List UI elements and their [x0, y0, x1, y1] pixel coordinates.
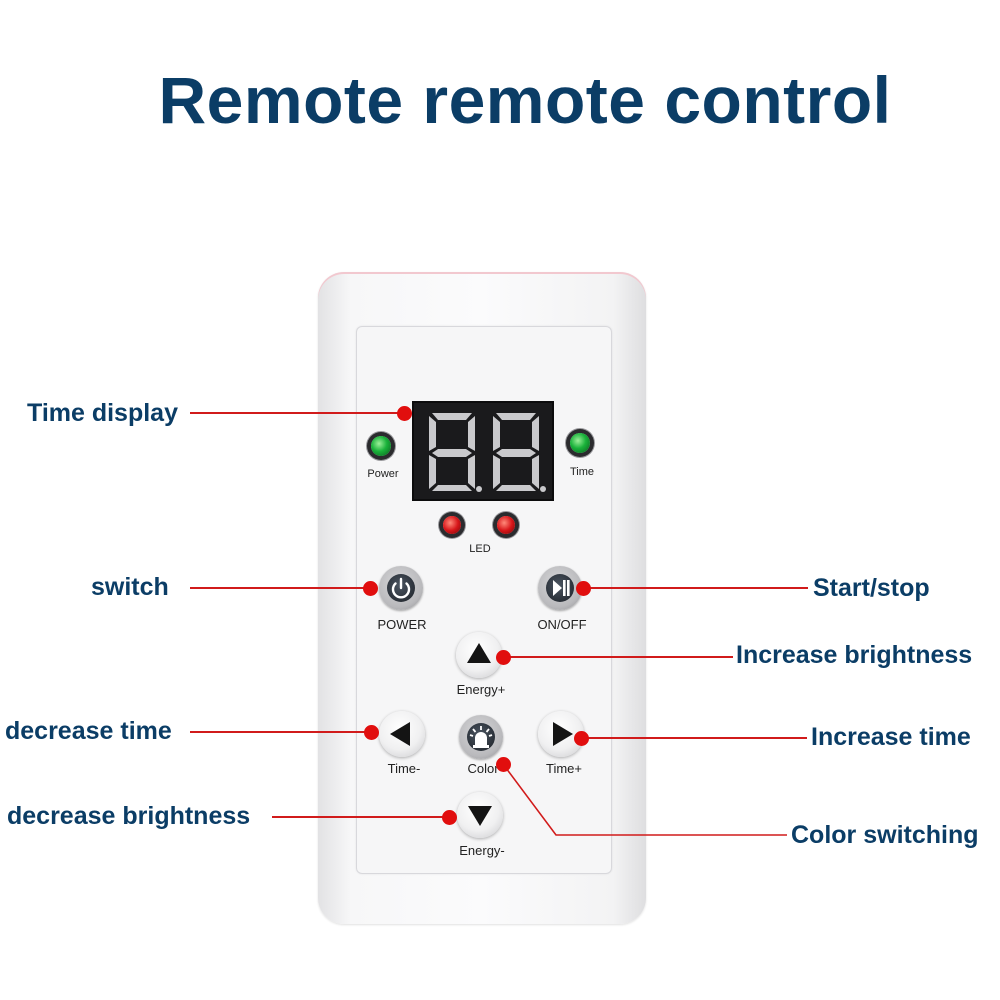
time-minus-button[interactable]	[379, 711, 425, 757]
callout-line-decrease-time	[190, 731, 371, 733]
callout-time-display: Time display	[27, 399, 178, 427]
power-button-label: POWER	[377, 617, 427, 632]
time-plus-label: Time+	[546, 761, 582, 776]
callout-switch: switch	[91, 573, 169, 601]
callout-dot-color-switching	[495, 756, 511, 772]
led-indicator-right	[497, 516, 515, 534]
led-indicator-left	[443, 516, 461, 534]
callout-line-increase-brightness	[503, 656, 733, 658]
energy-plus-button[interactable]	[456, 632, 502, 678]
power-indicator-led	[371, 436, 391, 456]
energy-minus-button[interactable]	[457, 792, 503, 838]
energy-plus-label: Energy+	[456, 682, 506, 697]
page-title: Remote remote control	[158, 63, 892, 137]
time-indicator-led	[570, 433, 590, 453]
triangle-left-icon	[390, 722, 410, 746]
callout-start-stop: Start/stop	[813, 574, 930, 602]
display-digit-2	[493, 413, 546, 492]
color-button[interactable]	[459, 715, 503, 759]
callout-line-increase-time	[581, 737, 807, 739]
callout-line-start-stop	[583, 587, 808, 589]
callout-line-decrease-brightness	[272, 816, 449, 818]
onoff-button[interactable]	[538, 566, 582, 610]
callout-line-switch	[190, 587, 370, 589]
power-button[interactable]	[379, 566, 423, 610]
triangle-down-icon	[468, 806, 492, 826]
triangle-up-icon	[467, 643, 491, 663]
callout-decrease-time: decrease time	[5, 717, 172, 745]
callout-increase-brightness: Increase brightness	[736, 641, 973, 669]
callout-dot-start-stop	[575, 580, 591, 596]
callout-dot-time-display	[396, 405, 412, 421]
time-indicator-label: Time	[569, 466, 595, 478]
beacon-icon	[469, 726, 493, 748]
time-minus-label: Time-	[387, 761, 421, 776]
callout-increase-time: Increase time	[811, 723, 971, 751]
callout-color-switching: Color switching	[791, 821, 979, 849]
display-digit-1	[429, 413, 482, 492]
onoff-button-label: ON/OFF	[537, 617, 587, 632]
callout-dot-increase-brightness	[495, 649, 511, 665]
callout-dot-switch	[362, 580, 378, 596]
triangle-right-icon	[553, 722, 573, 746]
callout-dot-decrease-time	[363, 724, 379, 740]
callout-dot-increase-time	[573, 730, 589, 746]
play-pause-icon	[553, 580, 570, 596]
led-indicator-label: LED	[469, 543, 491, 555]
energy-minus-label: Energy-	[459, 843, 505, 858]
callout-dot-decrease-brightness	[441, 809, 457, 825]
time-display	[412, 401, 554, 501]
power-icon	[391, 577, 411, 599]
color-label: Color	[467, 761, 499, 776]
callout-line-time-display	[190, 412, 404, 414]
power-indicator-label: Power	[367, 468, 399, 480]
callout-decrease-brightness: decrease brightness	[7, 802, 251, 830]
